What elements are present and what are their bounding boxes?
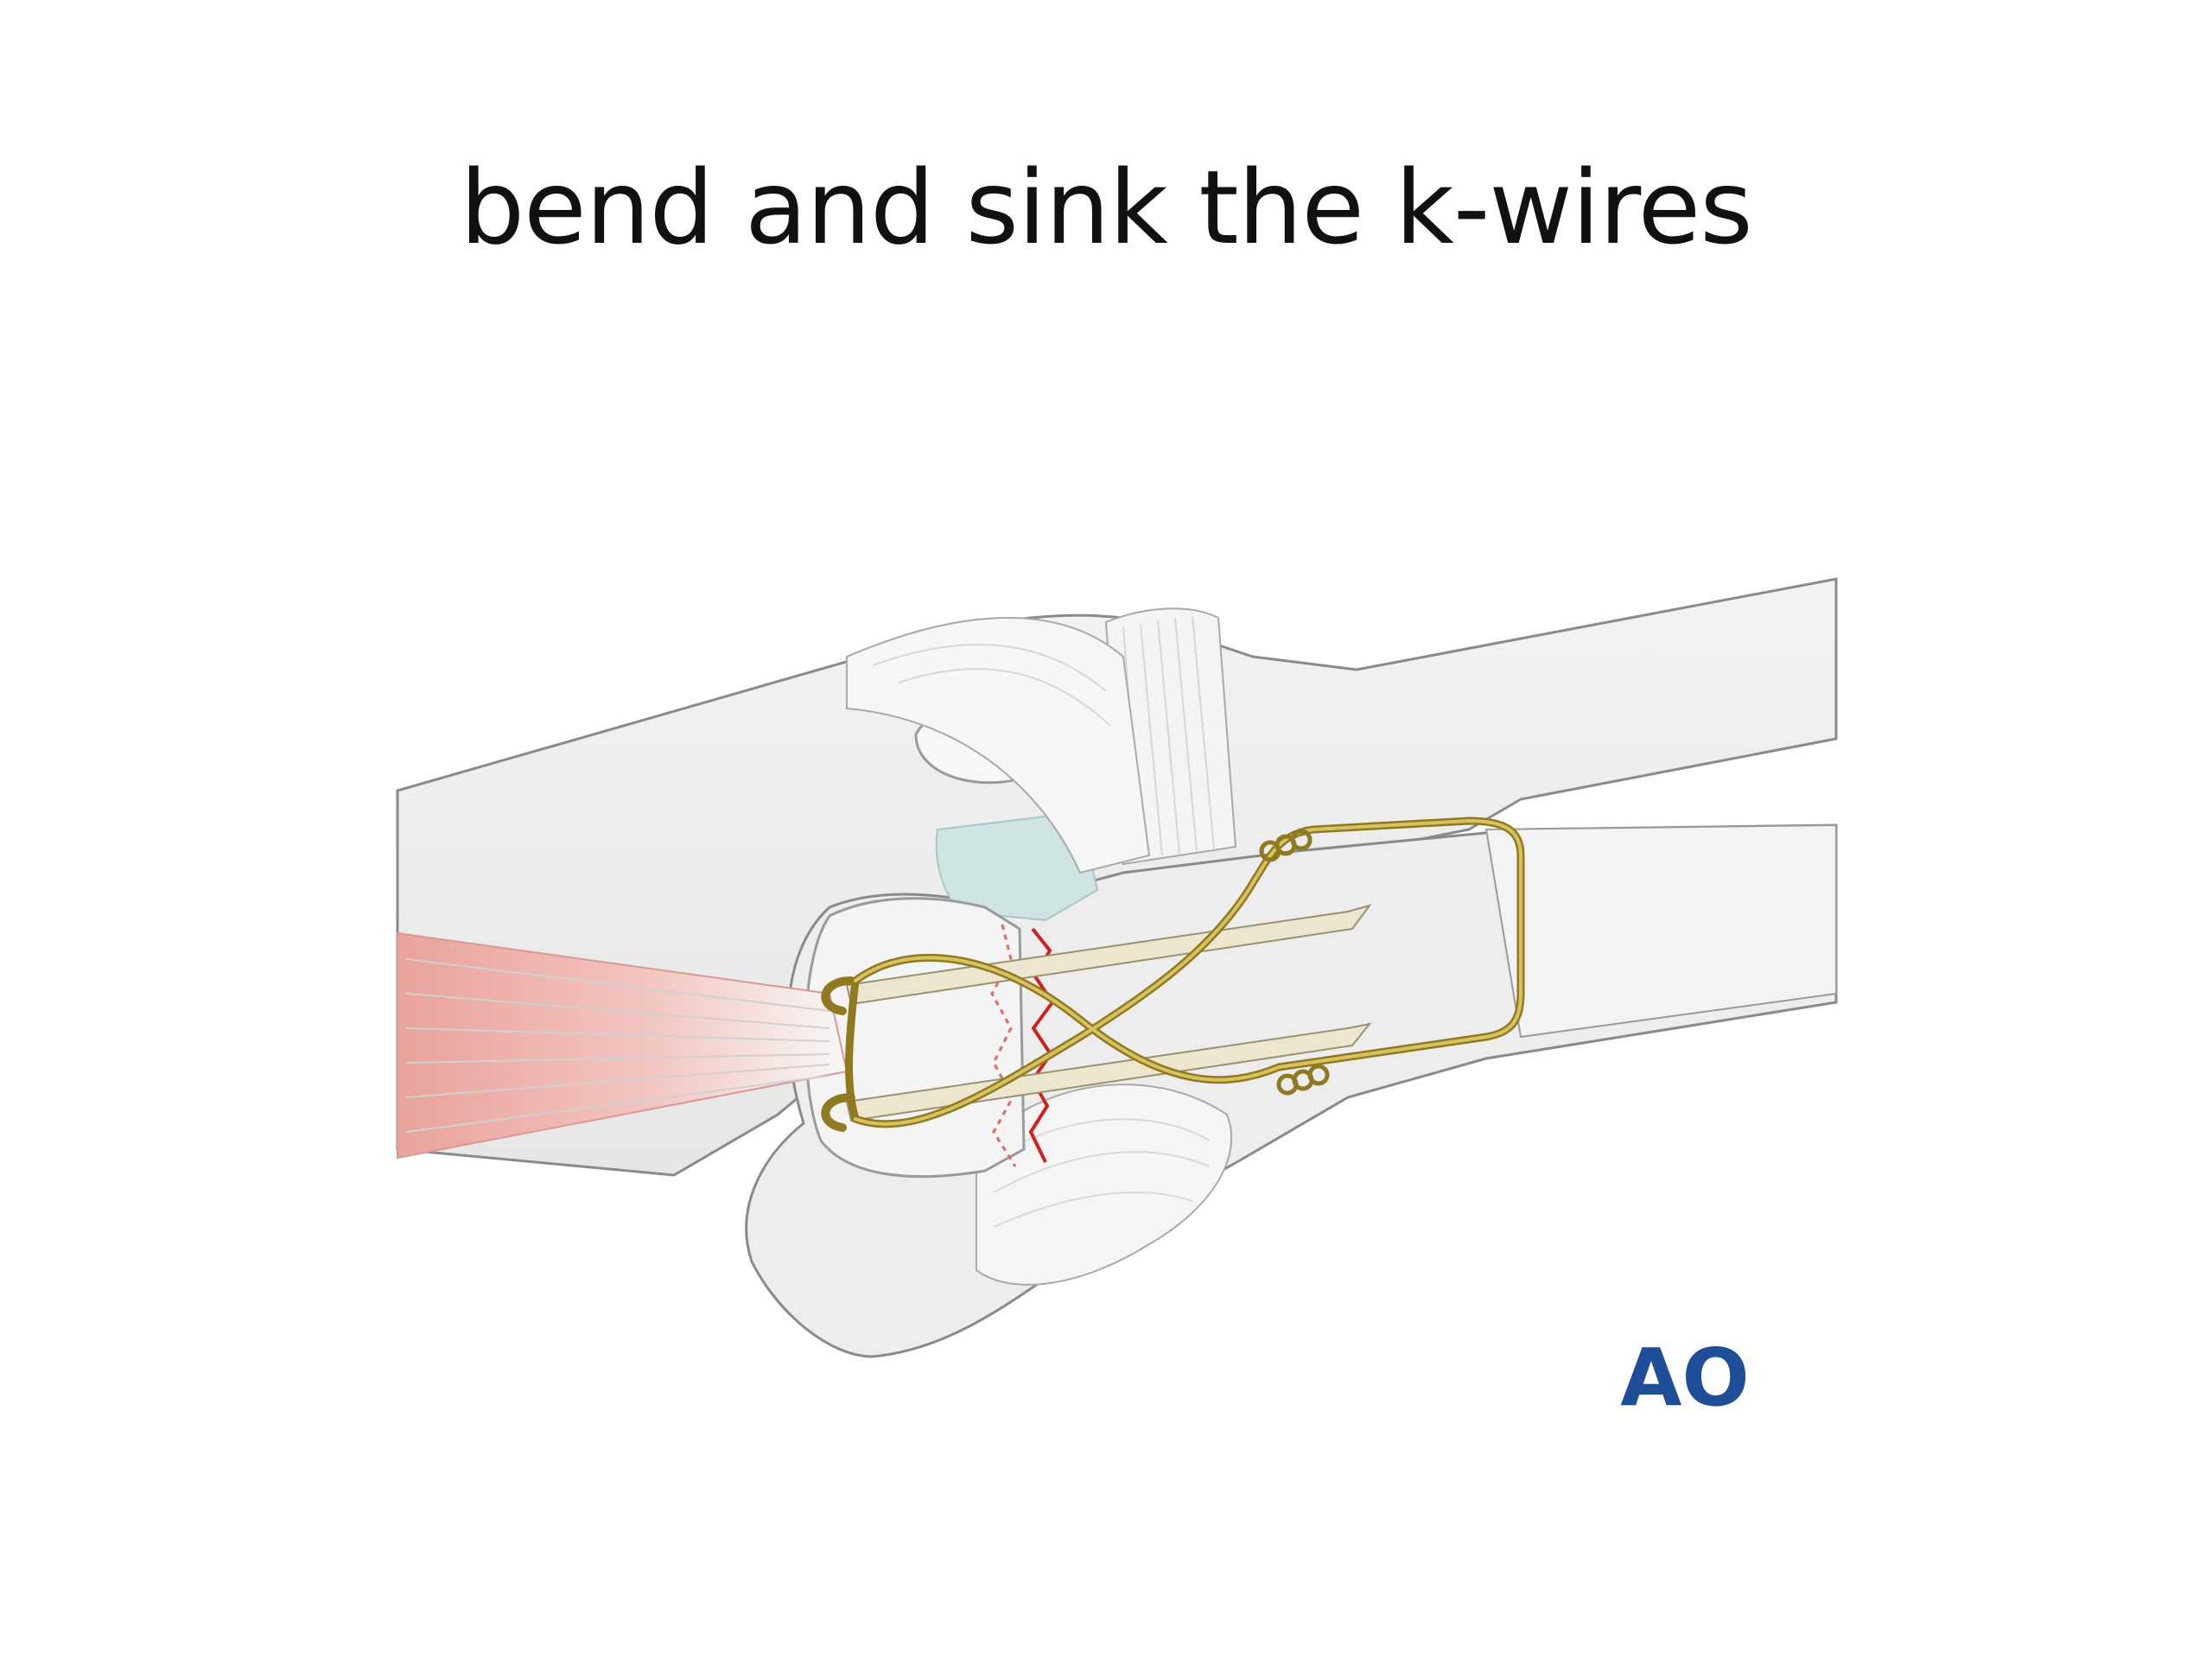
wire-twist-upper <box>1259 829 1313 862</box>
k-wire-hook-lower <box>821 1093 855 1132</box>
radius <box>1484 823 1837 1039</box>
ligament-upper <box>846 607 1237 874</box>
ao-logo: AO <box>1620 1332 1749 1424</box>
ligament-lower <box>976 1084 1233 1286</box>
k-wire-hook-upper <box>821 976 855 1015</box>
articular-cartilage <box>935 810 1099 922</box>
tension-band-wire <box>845 817 1525 1128</box>
tendon-fibers <box>405 958 830 1133</box>
slide-title: bend and sink the k-wires <box>460 148 1752 267</box>
ao-logo-text: AO <box>1620 1332 1749 1424</box>
wire-twist-lower <box>1276 1064 1330 1096</box>
